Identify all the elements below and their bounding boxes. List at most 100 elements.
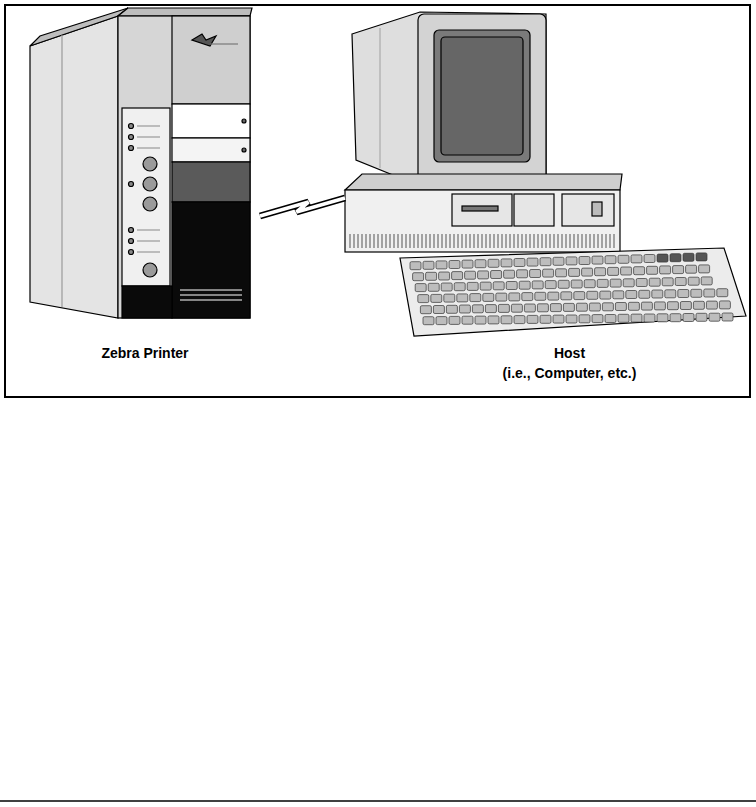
key — [514, 259, 525, 267]
key — [514, 316, 525, 324]
vent-line — [180, 300, 242, 301]
key — [475, 316, 486, 324]
vent-line — [358, 234, 359, 248]
link-fill — [260, 198, 345, 216]
key — [688, 277, 699, 285]
key — [459, 305, 470, 313]
key — [449, 316, 460, 324]
key — [548, 292, 559, 300]
key — [540, 258, 551, 266]
key — [597, 279, 608, 287]
key — [423, 261, 434, 269]
key — [537, 304, 548, 312]
key — [519, 281, 530, 289]
key — [413, 273, 424, 281]
vent-line — [390, 234, 391, 248]
vent-line — [566, 234, 567, 248]
key — [566, 315, 577, 323]
node-label: (i.e., Computer, etc.) — [389, 363, 750, 383]
key — [433, 306, 444, 314]
key — [543, 269, 554, 277]
drive-bay — [452, 194, 512, 226]
vent-line — [574, 234, 575, 248]
monitor-vent — [379, 28, 380, 168]
key — [618, 314, 629, 322]
key — [511, 304, 522, 312]
key — [509, 293, 520, 301]
key — [579, 257, 590, 265]
printer-node: Zebra Printer — [30, 12, 260, 368]
vent-line — [398, 234, 399, 248]
key — [574, 292, 585, 300]
key — [592, 315, 603, 323]
vent-line — [610, 234, 611, 248]
key — [504, 270, 515, 278]
vent-line — [362, 234, 363, 248]
power-switch — [592, 202, 602, 216]
vent-line — [502, 234, 503, 248]
key — [673, 266, 684, 274]
vent-line — [530, 234, 531, 248]
key — [717, 289, 728, 297]
vent-line — [402, 234, 403, 248]
vent-line — [446, 234, 447, 248]
key — [693, 301, 704, 309]
key — [701, 277, 712, 285]
printer-base — [122, 286, 172, 318]
key — [660, 266, 671, 274]
case-front — [345, 190, 620, 252]
key — [628, 302, 639, 310]
monitor-screen — [441, 37, 523, 155]
key — [579, 315, 590, 323]
key — [647, 266, 658, 274]
key — [550, 304, 561, 312]
key — [680, 302, 691, 310]
vent-line — [180, 295, 242, 296]
key — [441, 283, 452, 291]
panel-mark — [137, 229, 160, 230]
vent-line — [614, 234, 615, 248]
printer-side — [30, 16, 118, 318]
key — [563, 303, 574, 311]
key — [522, 293, 533, 301]
key — [553, 315, 564, 323]
key — [457, 294, 468, 302]
logo-mark — [210, 43, 238, 44]
vent-line — [590, 234, 591, 248]
panel-mark — [137, 251, 160, 252]
key — [444, 294, 455, 302]
led — [129, 239, 134, 244]
communication-link — [260, 198, 345, 216]
key — [493, 282, 504, 290]
printer-door — [172, 202, 250, 318]
vent-line — [554, 234, 555, 248]
key — [558, 280, 569, 288]
button — [143, 197, 157, 211]
vent-line — [578, 234, 579, 248]
vent-line — [442, 234, 443, 248]
key — [488, 316, 499, 324]
vent-line — [378, 234, 379, 248]
key — [496, 293, 507, 301]
led — [129, 135, 134, 140]
link-outline — [260, 198, 345, 216]
key — [439, 272, 450, 280]
key — [657, 314, 668, 322]
keyboard-keys — [410, 253, 733, 325]
node-label: Zebra Printer — [30, 343, 260, 363]
key — [530, 270, 541, 278]
key — [465, 271, 476, 279]
key — [719, 301, 730, 309]
key — [657, 254, 668, 262]
key — [605, 256, 616, 264]
led — [129, 250, 134, 255]
key — [569, 268, 580, 276]
key — [452, 272, 463, 280]
computer-illustration — [345, 12, 622, 252]
key — [699, 265, 710, 273]
printer-top-front — [118, 8, 252, 16]
key — [706, 301, 717, 309]
label-group: Zebra Printer — [30, 343, 260, 363]
key — [553, 257, 564, 265]
key — [623, 279, 634, 287]
